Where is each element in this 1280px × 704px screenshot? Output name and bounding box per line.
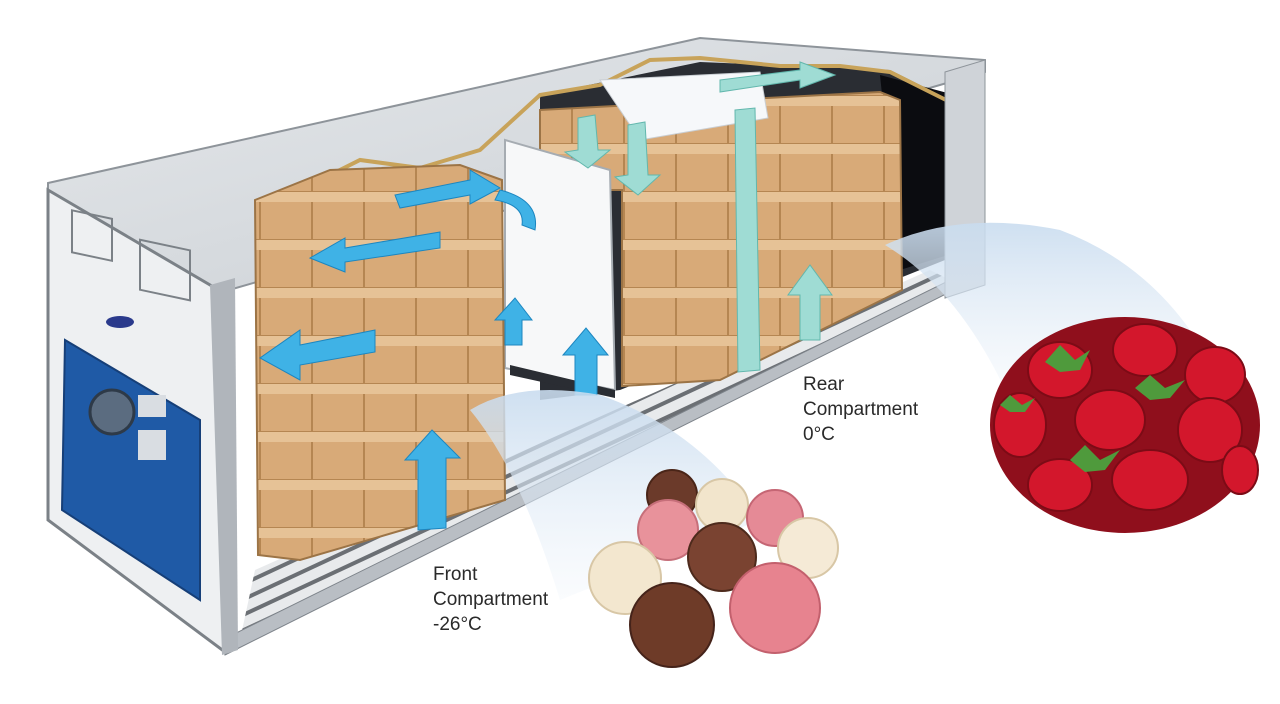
brand-logo	[106, 316, 134, 328]
rear-compartment-name-line1: Rear	[803, 374, 845, 395]
arrow-up-icon	[403, 429, 462, 531]
arrow-right-icon	[394, 169, 502, 209]
ice-cream-image	[588, 469, 839, 668]
front-compartment-name-line2: Compartment	[433, 589, 549, 610]
arrow-up-icon	[787, 264, 833, 341]
front-compartment-label: Front Compartment -26°C	[433, 562, 548, 637]
front-compartment-temperature: -26°C	[433, 614, 482, 635]
rear-compartment-label: Rear Compartment 0°C	[803, 372, 918, 447]
arrow-up-icon	[561, 327, 610, 396]
arrow-right-icon	[719, 61, 837, 93]
rear-airflow-arrows	[563, 61, 837, 373]
front-airflow-arrows	[259, 169, 610, 531]
arrow-left-icon	[259, 329, 376, 381]
arrow-left-icon	[308, 231, 441, 273]
rear-compartment-name-line2: Compartment	[803, 399, 919, 420]
arrow-curve-icon	[493, 297, 534, 346]
strawberries-image	[990, 317, 1260, 533]
rear-compartment-temperature: 0°C	[803, 424, 835, 445]
arrow-curve-icon	[494, 189, 537, 231]
arrow-down-icon	[563, 114, 612, 169]
fan-icon	[88, 388, 136, 436]
front-compartment-name-line1: Front	[433, 564, 478, 585]
arrow-down-icon	[613, 121, 662, 196]
